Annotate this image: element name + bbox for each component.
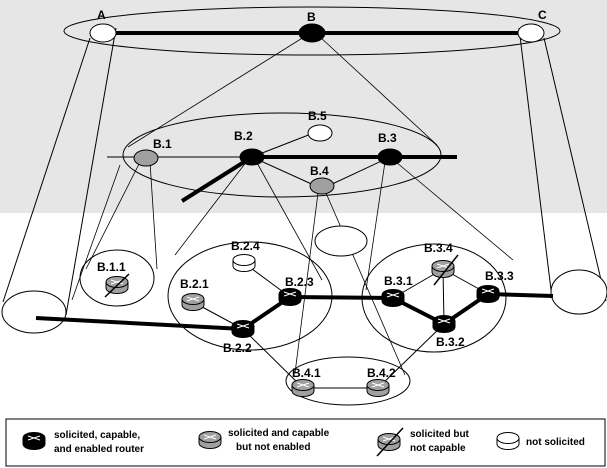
node-b1 bbox=[133, 149, 159, 167]
legend-enabled-line2: and enabled router bbox=[54, 444, 144, 455]
router-b22 bbox=[231, 320, 255, 338]
node-b2 bbox=[239, 148, 265, 166]
node-b3 bbox=[377, 148, 403, 166]
label-b34: B.3.4 bbox=[424, 241, 453, 255]
router-b42 bbox=[366, 379, 390, 397]
legend: solicited, capable, and enabled router s… bbox=[5, 418, 606, 467]
top-level-ellipse bbox=[63, 6, 561, 56]
label-b2: B.2 bbox=[234, 129, 253, 143]
router-b33 bbox=[476, 285, 500, 303]
label-b5: B.5 bbox=[308, 109, 327, 123]
middle-diagonal-link bbox=[180, 155, 254, 203]
label-b22: B.2.2 bbox=[223, 341, 252, 355]
legend-not-capable-line2: not capable bbox=[410, 443, 466, 454]
node-b bbox=[298, 23, 326, 43]
node-b4 bbox=[309, 177, 335, 195]
label-b21: B.2.1 bbox=[180, 277, 209, 291]
cylinder-c bbox=[518, 27, 607, 302]
router-not-solicited-icon bbox=[496, 432, 520, 450]
label-b33: B.3.3 bbox=[485, 269, 514, 283]
label-a: A bbox=[97, 8, 106, 22]
cylinder-a-bottom bbox=[1, 290, 67, 334]
label-b31: B.3.1 bbox=[384, 274, 413, 288]
node-c bbox=[517, 23, 545, 43]
label-c: C bbox=[538, 8, 547, 22]
not-capable-slash-b11 bbox=[104, 273, 130, 298]
label-b41: B.4.1 bbox=[292, 366, 321, 380]
label-b1: B.1 bbox=[153, 137, 172, 151]
legend-enabled-line1: solicited, capable, bbox=[54, 430, 140, 441]
label-b3: B.3 bbox=[378, 131, 397, 145]
not-capable-slash-b34 bbox=[433, 254, 459, 286]
cylinder-a bbox=[2, 27, 117, 316]
label-b24: B.2.4 bbox=[231, 239, 260, 253]
label-b32: B.3.2 bbox=[436, 335, 465, 349]
label-b42: B.4.2 bbox=[367, 366, 396, 380]
node-a bbox=[89, 23, 117, 43]
node-b5 bbox=[307, 124, 333, 142]
legend-capable-line1: solicited and capable bbox=[228, 428, 330, 439]
region-b5 bbox=[314, 225, 368, 257]
not-capable-slash-legend bbox=[376, 427, 404, 457]
router-b24 bbox=[232, 254, 256, 272]
router-enabled-icon bbox=[22, 432, 46, 450]
router-b32 bbox=[432, 315, 456, 333]
router-capable-icon bbox=[198, 431, 222, 449]
router-b21 bbox=[181, 293, 205, 311]
label-b4: B.4 bbox=[310, 164, 329, 178]
label-b: B bbox=[307, 10, 316, 24]
region-b11 bbox=[79, 249, 155, 307]
cylinder-c-bottom bbox=[550, 269, 607, 315]
router-b23 bbox=[278, 288, 302, 306]
region-b4 bbox=[285, 356, 411, 406]
legend-capable-line2: but not enabled bbox=[236, 442, 310, 453]
legend-not-solicited: not solicited bbox=[526, 437, 585, 448]
label-b11: B.1.1 bbox=[97, 260, 126, 274]
router-b31 bbox=[381, 289, 405, 307]
legend-not-capable-line1: solicited but bbox=[410, 429, 470, 440]
label-b23: B.2.3 bbox=[285, 275, 314, 289]
router-b41 bbox=[291, 379, 315, 397]
